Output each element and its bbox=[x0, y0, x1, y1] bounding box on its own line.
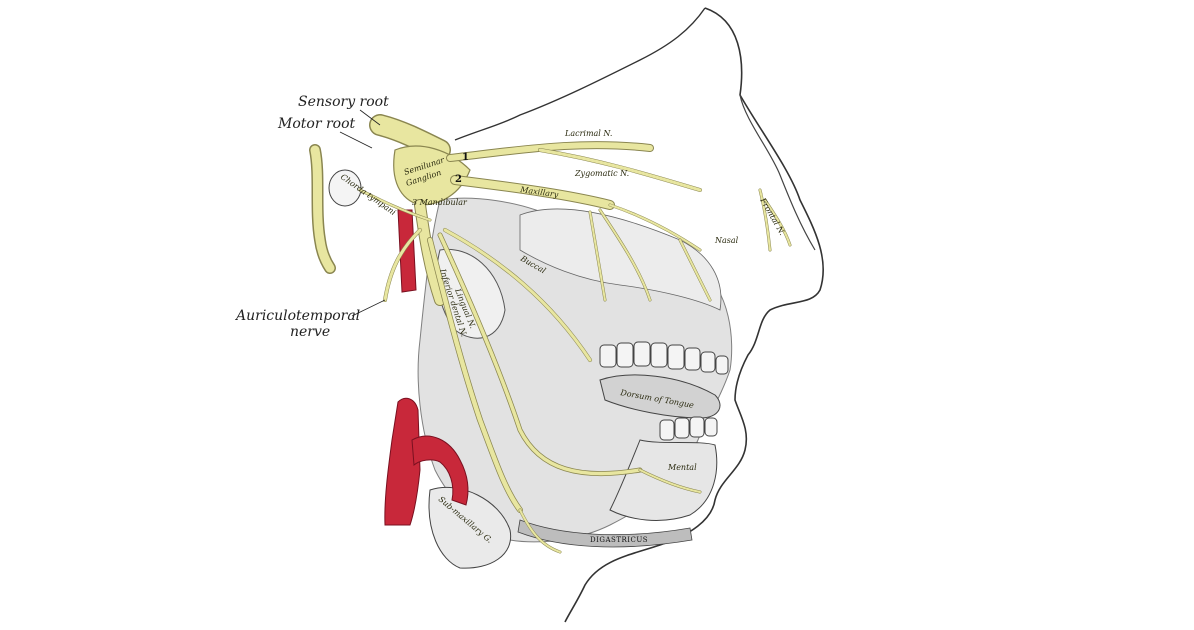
label-sensory-root: Sensory root bbox=[298, 94, 389, 110]
label-nasal: Nasal bbox=[714, 236, 739, 245]
upper-teeth bbox=[599, 341, 729, 375]
label-auriculotemporal-nerve: nerve bbox=[290, 324, 330, 340]
lower-teeth bbox=[659, 416, 718, 441]
label-frontal: Frontal N. bbox=[758, 196, 787, 237]
brow-outline bbox=[454, 7, 706, 141]
external-carotid-artery bbox=[384, 209, 469, 526]
tympanum bbox=[328, 169, 362, 207]
face-outline bbox=[564, 7, 824, 623]
label-maxillary: Maxillary bbox=[519, 185, 560, 199]
outer-labels: Sensory root Motor root Auriculotemporal… bbox=[234, 94, 389, 340]
nose-outline bbox=[739, 94, 816, 251]
nerve-branches bbox=[358, 114, 792, 554]
cheek-region bbox=[519, 208, 722, 311]
label-motor-root: Motor root bbox=[277, 116, 356, 132]
label-number-2: 2 bbox=[455, 174, 462, 185]
tongue bbox=[599, 374, 721, 419]
label-auriculotemporal: Auriculotemporal bbox=[234, 308, 360, 324]
digastricus-muscle bbox=[517, 519, 693, 548]
label-lacrimal: Lacrimal N. bbox=[564, 129, 612, 138]
submaxillary-gland bbox=[428, 486, 512, 569]
label-mental: Mental bbox=[667, 463, 697, 472]
label-zygomatic: Zygomatic N. bbox=[574, 169, 629, 178]
ear-stem-fill bbox=[310, 145, 335, 273]
label-mandibular: 3 Mandibular bbox=[412, 198, 468, 207]
label-digastricus: DIGASTRICUS bbox=[590, 536, 648, 544]
label-number-1: 1 bbox=[462, 152, 469, 163]
